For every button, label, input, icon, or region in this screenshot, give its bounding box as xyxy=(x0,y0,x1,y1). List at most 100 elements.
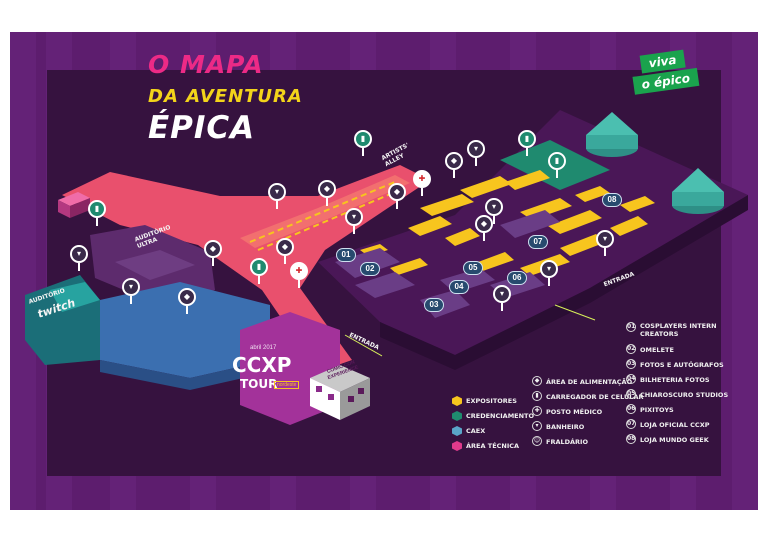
battery-icon: ▮ xyxy=(532,391,542,401)
comic-con-cube xyxy=(310,365,370,420)
food-icon: ◆ xyxy=(276,238,294,264)
medical-cross-icon: ✚ xyxy=(290,262,308,288)
legend-booth-label: CHIAROSCURO STUDIOS xyxy=(640,391,729,399)
legend-booth-label: PIXITOYS xyxy=(640,406,674,414)
bg-stripe xyxy=(10,32,36,510)
ccxp-tour: TOUR xyxy=(240,377,278,391)
ccxp-tour-logo: abril 2017 CCXP TOUR nordeste xyxy=(226,343,320,427)
legend-zones: EXPOSITORES CREDENCIAMENTO CAEX ÁREA TÉC… xyxy=(452,395,534,455)
legend-service: ▮ CARREGADOR DE CELULAR xyxy=(532,391,643,406)
food-icon: ◆ xyxy=(388,183,406,209)
main-hall-floor xyxy=(318,110,748,355)
legend-booth-label: LOJA OFICIAL CCXP xyxy=(640,421,710,429)
tent-left xyxy=(586,112,638,157)
zone-swatch xyxy=(452,426,462,436)
restroom-icon: ▾ xyxy=(122,278,140,304)
auditorio-ultra-seats xyxy=(115,250,195,280)
main-hall-side xyxy=(380,195,748,370)
food-icon: ◆ xyxy=(445,152,463,178)
legend-booth-label: FOTOS E AUTÓGRAFOS xyxy=(640,361,724,369)
restroom-icon: ▾ xyxy=(493,285,511,311)
baby-changing-icon: ☺ xyxy=(532,436,542,446)
restroom-icon: ▾ xyxy=(70,245,88,271)
battery-icon: ▮ xyxy=(518,130,536,156)
legend-booth: 07 LOJA OFICIAL CCXP xyxy=(626,419,728,434)
legend-service-label: FRALDÁRIO xyxy=(546,438,588,446)
legend-zone-label: EXPOSITORES xyxy=(466,397,517,405)
legend-booth: 03 FOTOS E AUTÓGRAFOS xyxy=(626,359,728,374)
legend-service-label: CARREGADOR DE CELULAR xyxy=(546,393,644,401)
battery-icon: ▮ xyxy=(548,152,566,178)
legend-booth: 08 LOJA MUNDO GEEK xyxy=(626,434,728,449)
legend-booth: 04 BILHETERIA FOTOS xyxy=(626,374,728,389)
booth-number-icon: 01 xyxy=(626,322,636,332)
legend-booth-label: BILHETERIA FOTOS xyxy=(640,376,710,384)
booth-number: 07 xyxy=(528,235,548,249)
legend-service-label: POSTO MÉDICO xyxy=(546,408,603,416)
ccxp-date: abril 2017 xyxy=(250,345,277,351)
battery-icon: ▮ xyxy=(250,258,268,284)
battery-icon: ▮ xyxy=(354,130,372,156)
battery-icon: ▮ xyxy=(88,200,106,226)
restroom-icon: ▾ xyxy=(540,260,558,286)
blue-block xyxy=(100,282,270,378)
legend-booth-label: LOJA MUNDO GEEK xyxy=(640,436,709,444)
entrada-arrow xyxy=(344,304,596,357)
booth-number: 01 xyxy=(336,248,356,262)
medical-cross-icon: ✚ xyxy=(532,406,542,416)
medical-cross-icon: ✚ xyxy=(413,170,431,196)
restroom-icon: ▾ xyxy=(596,230,614,256)
food-icon: ◆ xyxy=(532,376,542,386)
restroom-icon: ▾ xyxy=(345,208,363,234)
booth-number-icon: 04 xyxy=(626,374,636,384)
legend-zone-label: ÁREA TÉCNICA xyxy=(466,442,520,450)
booth-number-icon: 07 xyxy=(626,419,636,429)
walkway xyxy=(62,165,430,372)
legend-booth: 01 COSPLAYERS INTERN CREATORS xyxy=(626,322,728,344)
legend-services: ◆ ÁREA DE ALIMENTAÇÃO ▮ CARREGADOR DE CELU… xyxy=(532,376,643,451)
legend-service-label: ÁREA DE ALIMENTAÇÃO xyxy=(546,378,633,386)
title-line-1: O MAPA xyxy=(148,50,264,79)
ccxp-name: CCXP xyxy=(232,353,292,377)
food-icon: ◆ xyxy=(204,240,222,266)
walkway-line xyxy=(249,181,396,243)
legend-zone: CREDENCIAMENTO xyxy=(452,410,534,425)
restroom-icon: ▾ xyxy=(268,183,286,209)
kiosk xyxy=(58,192,90,218)
booth-number: 03 xyxy=(424,298,444,312)
legend-service: ◆ ÁREA DE ALIMENTAÇÃO xyxy=(532,376,643,391)
restroom-icon: ▾ xyxy=(485,198,503,224)
legend-service: ☺ FRALDÁRIO xyxy=(532,436,643,451)
title-line-3: ÉPICA xyxy=(148,110,256,146)
legend-booth-label: COSPLAYERS INTERN CREATORS xyxy=(640,322,717,338)
legend-zone: CAEX xyxy=(452,425,534,440)
booth-number: 08 xyxy=(602,193,622,207)
zone-swatch xyxy=(452,396,462,406)
bg-stripe xyxy=(732,32,758,510)
booth-number-icon: 08 xyxy=(626,434,636,444)
ccxp-city: nordeste xyxy=(274,381,300,389)
restroom-icon: ▾ xyxy=(467,140,485,166)
booth-number: 06 xyxy=(507,271,527,285)
blue-block-side xyxy=(100,360,270,390)
booth-number: 05 xyxy=(463,261,483,275)
zone-swatch xyxy=(452,441,462,451)
tent-right xyxy=(672,168,724,214)
booth-number-icon: 06 xyxy=(626,404,636,414)
food-icon: ◆ xyxy=(318,180,336,206)
booth-number-icon: 05 xyxy=(626,389,636,399)
restroom-icon: ▾ xyxy=(532,421,542,431)
legend-service: ✚ POSTO MÉDICO xyxy=(532,406,643,421)
booth-number-icon: 03 xyxy=(626,359,636,369)
food-icon: ◆ xyxy=(178,288,196,314)
title-line-2: DA AVENTURA xyxy=(148,86,303,107)
booth-number: 04 xyxy=(449,280,469,294)
legend-service: ▾BANHEIRO xyxy=(532,421,643,436)
legend-zone-label: CREDENCIAMENTO xyxy=(466,412,535,420)
legend-booth-label: OMELETE xyxy=(640,346,674,354)
booth-number: 02 xyxy=(360,262,380,276)
zone-swatch xyxy=(452,411,462,421)
